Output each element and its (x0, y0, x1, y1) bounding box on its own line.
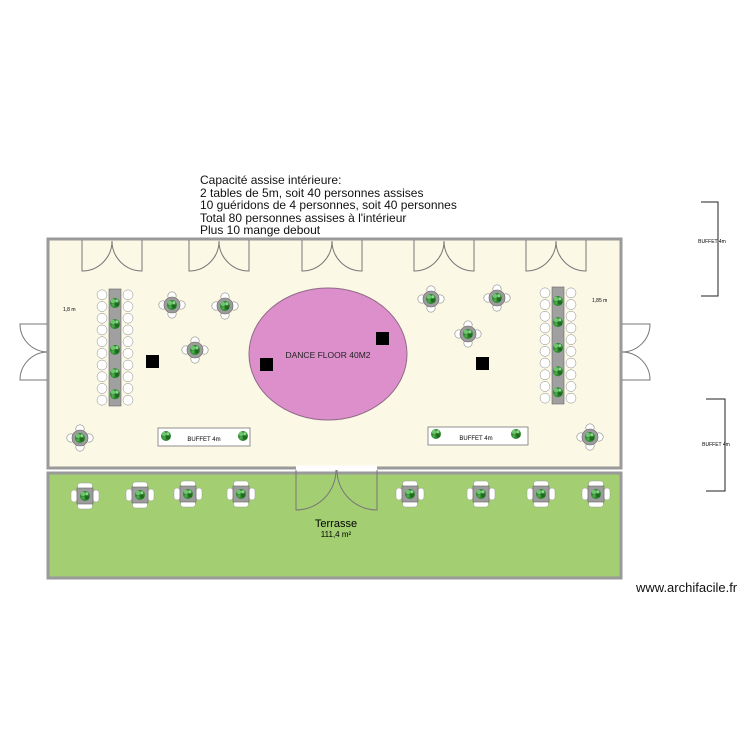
chair (122, 289, 134, 301)
dance-floor-label: DANCE FLOOR 40M2 (285, 350, 370, 360)
chair (96, 313, 108, 324)
chair (565, 381, 577, 392)
plant-icon (110, 319, 120, 330)
plant-icon (110, 298, 120, 309)
chair (122, 394, 134, 406)
chair (122, 359, 134, 371)
chair (565, 346, 577, 357)
chair (96, 371, 108, 382)
long-tables (96, 286, 577, 407)
chair (96, 289, 108, 301)
long-table (96, 288, 134, 407)
pillars (146, 332, 489, 371)
chair (96, 383, 108, 394)
chair (539, 346, 551, 357)
plant-icon (110, 389, 120, 400)
chair (96, 394, 108, 406)
plant-icon (553, 387, 563, 398)
chair (565, 392, 577, 404)
plant-icon (553, 296, 563, 307)
chair (539, 369, 551, 380)
chair (539, 299, 551, 310)
external-buffet-top-label: BUFFET 4m (698, 239, 726, 245)
chair (96, 336, 108, 347)
buffet-right-label: BUFFET 4m (459, 436, 492, 442)
caption-line: Plus 10 mange debout (200, 223, 321, 237)
caption-line: Total 80 personnes assises à l'intérieur (200, 210, 407, 225)
chair (96, 301, 108, 312)
chair (565, 287, 577, 299)
plant-icon (553, 342, 563, 353)
caption-line: 2 tables de 5m, soit 40 personnes assise… (200, 185, 424, 200)
chair (565, 311, 577, 322)
dim-left-label: 1,8 m (63, 307, 76, 313)
dim-right-label: 1,85 m (592, 298, 607, 304)
chair (122, 371, 134, 382)
chair (539, 334, 551, 345)
external-buffet-top: BUFFET 4m (698, 201, 726, 297)
chair (96, 324, 108, 336)
buffet-left-label: BUFFET 4m (187, 437, 220, 443)
terrace-label: Terrasse (315, 518, 357, 530)
chair (539, 287, 551, 299)
dance-floor (248, 287, 408, 421)
plant-icon (553, 317, 563, 328)
plant-icon (553, 366, 563, 377)
chair (122, 348, 134, 359)
plant-icon (110, 344, 120, 355)
chair (565, 322, 577, 334)
buffet-right: BUFFET 4m (427, 426, 529, 446)
chair (565, 369, 577, 380)
top-doors (81, 240, 587, 272)
chair (565, 357, 577, 369)
chair (96, 348, 108, 359)
chair (539, 357, 551, 369)
chair (565, 334, 577, 345)
external-buffet-bottom-label: BUFFET 4m (702, 442, 730, 448)
chair (122, 383, 134, 394)
chair (539, 311, 551, 322)
chair (539, 381, 551, 392)
chair (122, 313, 134, 324)
plant-icon (110, 368, 120, 379)
chair (96, 359, 108, 371)
chair (539, 392, 551, 404)
caption-line: 10 guéridons de 4 personnes, soit 40 per… (200, 198, 457, 212)
watermark[interactable]: www.archifacile.fr (636, 580, 738, 595)
chair (122, 301, 134, 312)
chair (565, 299, 577, 310)
terrace-area: 111,4 m² (321, 530, 352, 539)
external-buffet-bottom: BUFFET 4m (702, 398, 730, 492)
terrace-doors (295, 465, 378, 511)
capacity-caption: Capacité assise intérieure: 2 tables de … (200, 174, 457, 237)
side-doors (19, 323, 651, 381)
long-table (539, 286, 577, 405)
buffet-left: BUFFET 4m (157, 427, 251, 447)
chair (539, 322, 551, 334)
caption-line: Capacité assise intérieure: (200, 173, 342, 187)
chair (122, 336, 134, 347)
chair (122, 324, 134, 336)
